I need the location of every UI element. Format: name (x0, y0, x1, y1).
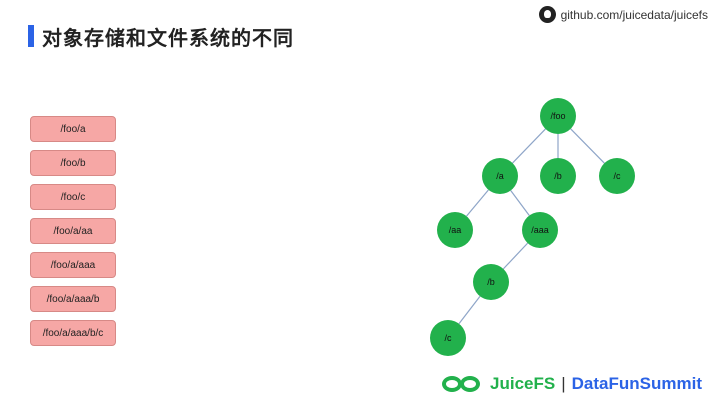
tree-node-label: /c (613, 171, 621, 181)
object-key: /foo/a/aa (30, 218, 116, 244)
tree-node-label: /foo (550, 111, 565, 121)
tree-node-label: /c (444, 333, 452, 343)
object-key-label: /foo/a/aaa/b/c (42, 327, 104, 339)
object-key: /foo/b (30, 150, 116, 176)
juicefs-logo-icon (440, 373, 484, 395)
tree-node: /a (482, 158, 518, 194)
tree-edge (570, 128, 605, 164)
tree-edge (502, 242, 529, 270)
brand-name: JuiceFS (490, 374, 556, 393)
object-key-list: /foo/a /foo/b /foo/c /foo/a/aa /foo/a/aa… (30, 116, 116, 354)
tree-node-circle (522, 212, 558, 248)
tree-node-circle (437, 212, 473, 248)
object-key-label: /foo/a/aaa/b (46, 293, 100, 305)
tree-edge (512, 128, 546, 164)
event-name: DataFunSummit (571, 374, 702, 393)
tree-node: /b (473, 264, 509, 300)
tree-node-label: /b (554, 171, 562, 181)
tree-node-label: /a (496, 171, 504, 181)
tree-node-label: /b (487, 277, 495, 287)
object-key: /foo/a/aaa/b/c (30, 320, 116, 346)
tree-node-circle (430, 320, 466, 356)
tree-node: /c (599, 158, 635, 194)
footer-branding: JuiceFS | DataFunSummit (440, 373, 702, 395)
github-icon (538, 6, 556, 23)
tree-node: /aaa (522, 212, 558, 248)
tree-node-circle (540, 98, 576, 134)
github-link[interactable]: github.com/juicedata/juicefs (538, 6, 708, 23)
tree-node-circle (473, 264, 509, 300)
tree-node: /aa (437, 212, 473, 248)
object-key: /foo/c (30, 184, 116, 210)
tree-node-circle (482, 158, 518, 194)
tree-node-label: /aaa (531, 225, 549, 235)
tree-node: /b (540, 158, 576, 194)
object-key: /foo/a/aaa (30, 252, 116, 278)
object-key-label: /foo/a/aaa (50, 259, 96, 271)
github-url: github.com/juicedata/juicefs (560, 7, 708, 22)
tree-edge (510, 190, 530, 216)
tree-node-label: /aa (449, 225, 462, 235)
title-accent-bar (28, 25, 34, 47)
tree-node-circle (599, 158, 635, 194)
object-key-label: /foo/b (60, 157, 86, 169)
object-key-label: /foo/a (60, 123, 86, 135)
footer-separator: | (561, 374, 566, 393)
tree-node-circle (540, 158, 576, 194)
page-title: 对象存储和文件系统的不同 (42, 26, 294, 50)
tree-node: /c (430, 320, 466, 356)
object-key-label: /foo/c (60, 191, 86, 203)
object-key: /foo/a (30, 116, 116, 142)
tree-node: /foo (540, 98, 576, 134)
object-key: /foo/a/aaa/b (30, 286, 116, 312)
tree-edge (466, 189, 489, 217)
object-key-label: /foo/a/aa (53, 225, 93, 237)
tree-edge (458, 295, 481, 325)
